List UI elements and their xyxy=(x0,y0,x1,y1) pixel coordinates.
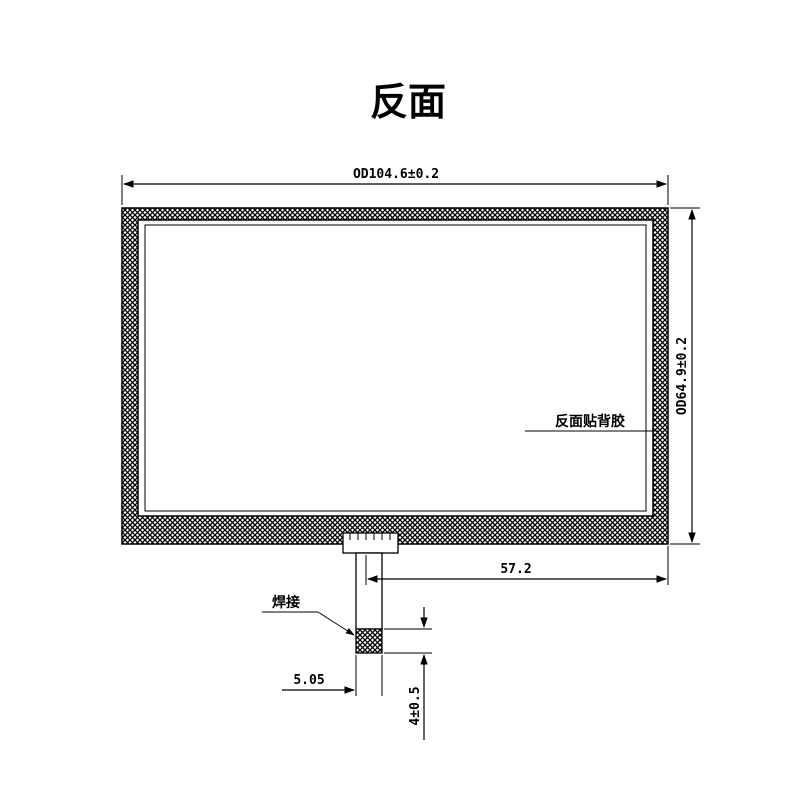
width-dimension-label: OD104.6±0.2 xyxy=(353,167,439,182)
fpc-tail xyxy=(342,532,399,654)
height-dimension-label: OD64.9±0.2 xyxy=(675,337,690,415)
pad-offset-dimension: 5.05 xyxy=(282,655,383,696)
adhesive-callout: 反面贴背胶 xyxy=(525,413,658,432)
solder-pad xyxy=(355,628,383,654)
adhesive-callout-label: 反面贴背胶 xyxy=(555,413,625,430)
pad-length-label: 4±0.5 xyxy=(408,686,423,725)
tail-offset-dimension: 57.2 xyxy=(365,546,669,585)
width-dimension: OD104.6±0.2 xyxy=(121,167,669,205)
tail-offset-label: 57.2 xyxy=(500,562,531,577)
page-title: 反面 xyxy=(370,80,446,124)
solder-callout-label: 焊接 xyxy=(272,594,300,611)
height-dimension: OD64.9±0.2 xyxy=(670,207,700,545)
pad-length-dimension: 4±0.5 xyxy=(384,607,432,740)
solder-callout: 焊接 xyxy=(262,594,355,636)
view-area-inner xyxy=(144,224,647,512)
pad-offset-label: 5.05 xyxy=(293,673,324,688)
